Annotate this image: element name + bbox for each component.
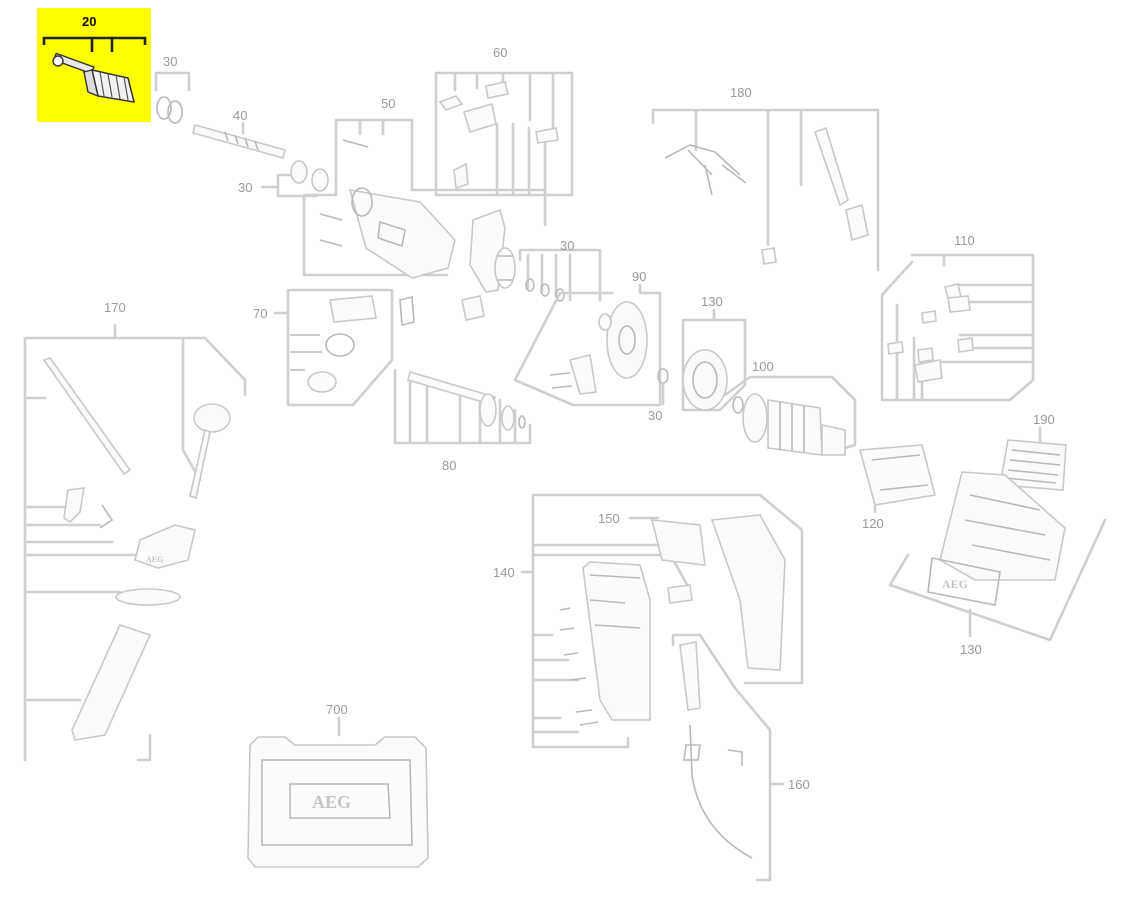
part-group-700[interactable]: AEG 700	[247, 702, 429, 868]
label-110: 110	[954, 233, 975, 248]
label-20: 20	[82, 14, 96, 29]
part-group-120[interactable]: 120	[858, 444, 936, 531]
part-group-20[interactable]: 20	[37, 8, 151, 122]
part-group-70[interactable]: 70	[253, 288, 415, 407]
part-group-50[interactable]: 50	[302, 96, 547, 293]
part-group-130-right[interactable]: AEG 130	[888, 471, 1107, 657]
label-160: 160	[788, 777, 810, 792]
part-group-60[interactable]: 60	[434, 45, 574, 197]
label-90: 90	[632, 269, 646, 284]
label-150: 150	[598, 511, 620, 526]
part-group-90[interactable]: 90	[513, 269, 662, 407]
part-group-30-left[interactable]: 30	[238, 160, 329, 198]
drill-chuck-icon	[52, 52, 136, 103]
label-70: 70	[253, 306, 267, 321]
part-group-110[interactable]: 110	[880, 233, 1035, 402]
label-60: 60	[493, 45, 507, 60]
part-group-190[interactable]: 190	[999, 412, 1067, 491]
part-group-30-top[interactable]: 30	[154, 54, 191, 124]
case-logo: AEG	[312, 792, 351, 812]
label-30-top: 30	[163, 54, 177, 69]
part-group-160[interactable]: 160	[671, 633, 810, 882]
part-group-40[interactable]: 40	[192, 108, 286, 159]
label-130-right: 130	[960, 642, 982, 657]
motor-housing-logo: AEG	[942, 577, 968, 591]
label-40: 40	[233, 108, 247, 123]
label-30-mid: 30	[560, 238, 574, 253]
label-700: 700	[326, 702, 348, 717]
part-group-170[interactable]: AEG 170	[23, 300, 247, 762]
label-170: 170	[104, 300, 126, 315]
part-group-30-mid[interactable]: 30	[494, 238, 602, 302]
label-30-low: 30	[648, 408, 662, 423]
part-group-140-150[interactable]: 140 150	[493, 493, 804, 749]
label-180: 180	[730, 85, 752, 100]
label-100: 100	[752, 359, 774, 374]
part-group-80[interactable]: 80	[393, 295, 532, 473]
label-120: 120	[862, 516, 884, 531]
label-80: 80	[442, 458, 456, 473]
part-group-180[interactable]: 180	[651, 85, 880, 272]
part-group-30-low[interactable]: 30	[648, 368, 669, 423]
handle-logo: AEG	[146, 555, 163, 564]
part-group-130-top[interactable]: 130	[681, 294, 747, 412]
label-140: 140	[493, 565, 515, 580]
label-30-left: 30	[238, 180, 252, 195]
part-group-100[interactable]: 100	[723, 359, 857, 456]
label-190: 190	[1033, 412, 1055, 427]
label-130-top: 130	[701, 294, 723, 309]
label-50: 50	[381, 96, 395, 111]
